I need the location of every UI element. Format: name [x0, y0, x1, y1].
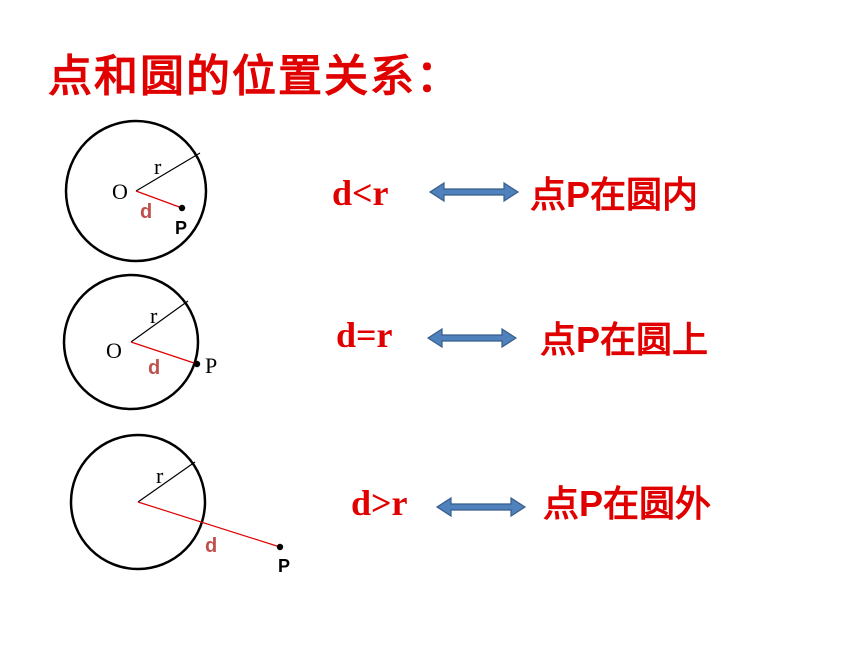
double-arrow-icon [429, 182, 519, 202]
radius-line [130, 300, 189, 343]
page-title: 点和圆的位置关系： [48, 51, 462, 102]
row-inside: r O d P d<r 点P在圆内 [64, 119, 698, 263]
distance-label: d [140, 201, 152, 223]
double-arrow-icon [427, 328, 517, 348]
distance-line [135, 190, 183, 209]
point-p [276, 543, 284, 551]
point-p [178, 204, 186, 212]
radius-line [135, 152, 201, 192]
row-on: r O d P d=r 点P在圆上 [62, 273, 708, 411]
radius-line [137, 461, 196, 503]
result-text: 点P在圆外 [543, 483, 711, 524]
row-outside: r d P d>r 点P在圆外 [69, 433, 711, 576]
result-text: 点P在圆内 [530, 174, 698, 215]
distance-label: d [205, 535, 217, 557]
distance-label: d [148, 357, 160, 379]
condition-text: d=r [336, 315, 393, 355]
center-label: O [106, 338, 122, 363]
radius-label: r [154, 154, 162, 179]
radius-label: r [150, 303, 158, 328]
result-text: 点P在圆上 [540, 319, 708, 360]
point-label: P [205, 353, 217, 378]
condition-text: d<r [332, 173, 389, 213]
radius-label: r [156, 463, 164, 488]
center-label: O [112, 179, 128, 204]
point-label: P [278, 556, 290, 576]
distance-line [137, 501, 281, 548]
circle-on [62, 273, 200, 411]
circle-inside [64, 119, 208, 263]
point-p [193, 360, 201, 368]
double-arrow-icon [436, 497, 526, 517]
point-label: P [175, 218, 187, 238]
distance-line [130, 341, 198, 365]
condition-text: d>r [351, 483, 408, 523]
circle-outside [69, 433, 207, 571]
